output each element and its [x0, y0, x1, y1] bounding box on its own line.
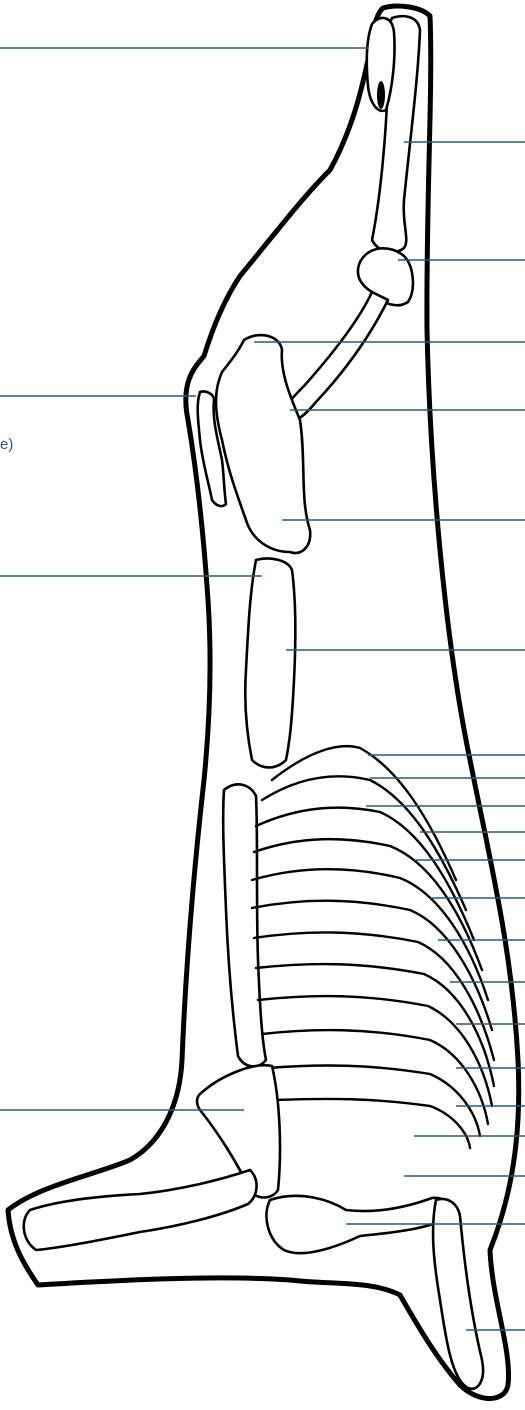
lumbar-vertebrae	[245, 558, 295, 767]
knee-joint	[358, 248, 413, 305]
thoracic-spine	[223, 784, 266, 1066]
cut-off-label-fragment: e)	[0, 436, 13, 454]
thigh-bone	[284, 292, 388, 421]
hock-hole	[377, 81, 385, 109]
